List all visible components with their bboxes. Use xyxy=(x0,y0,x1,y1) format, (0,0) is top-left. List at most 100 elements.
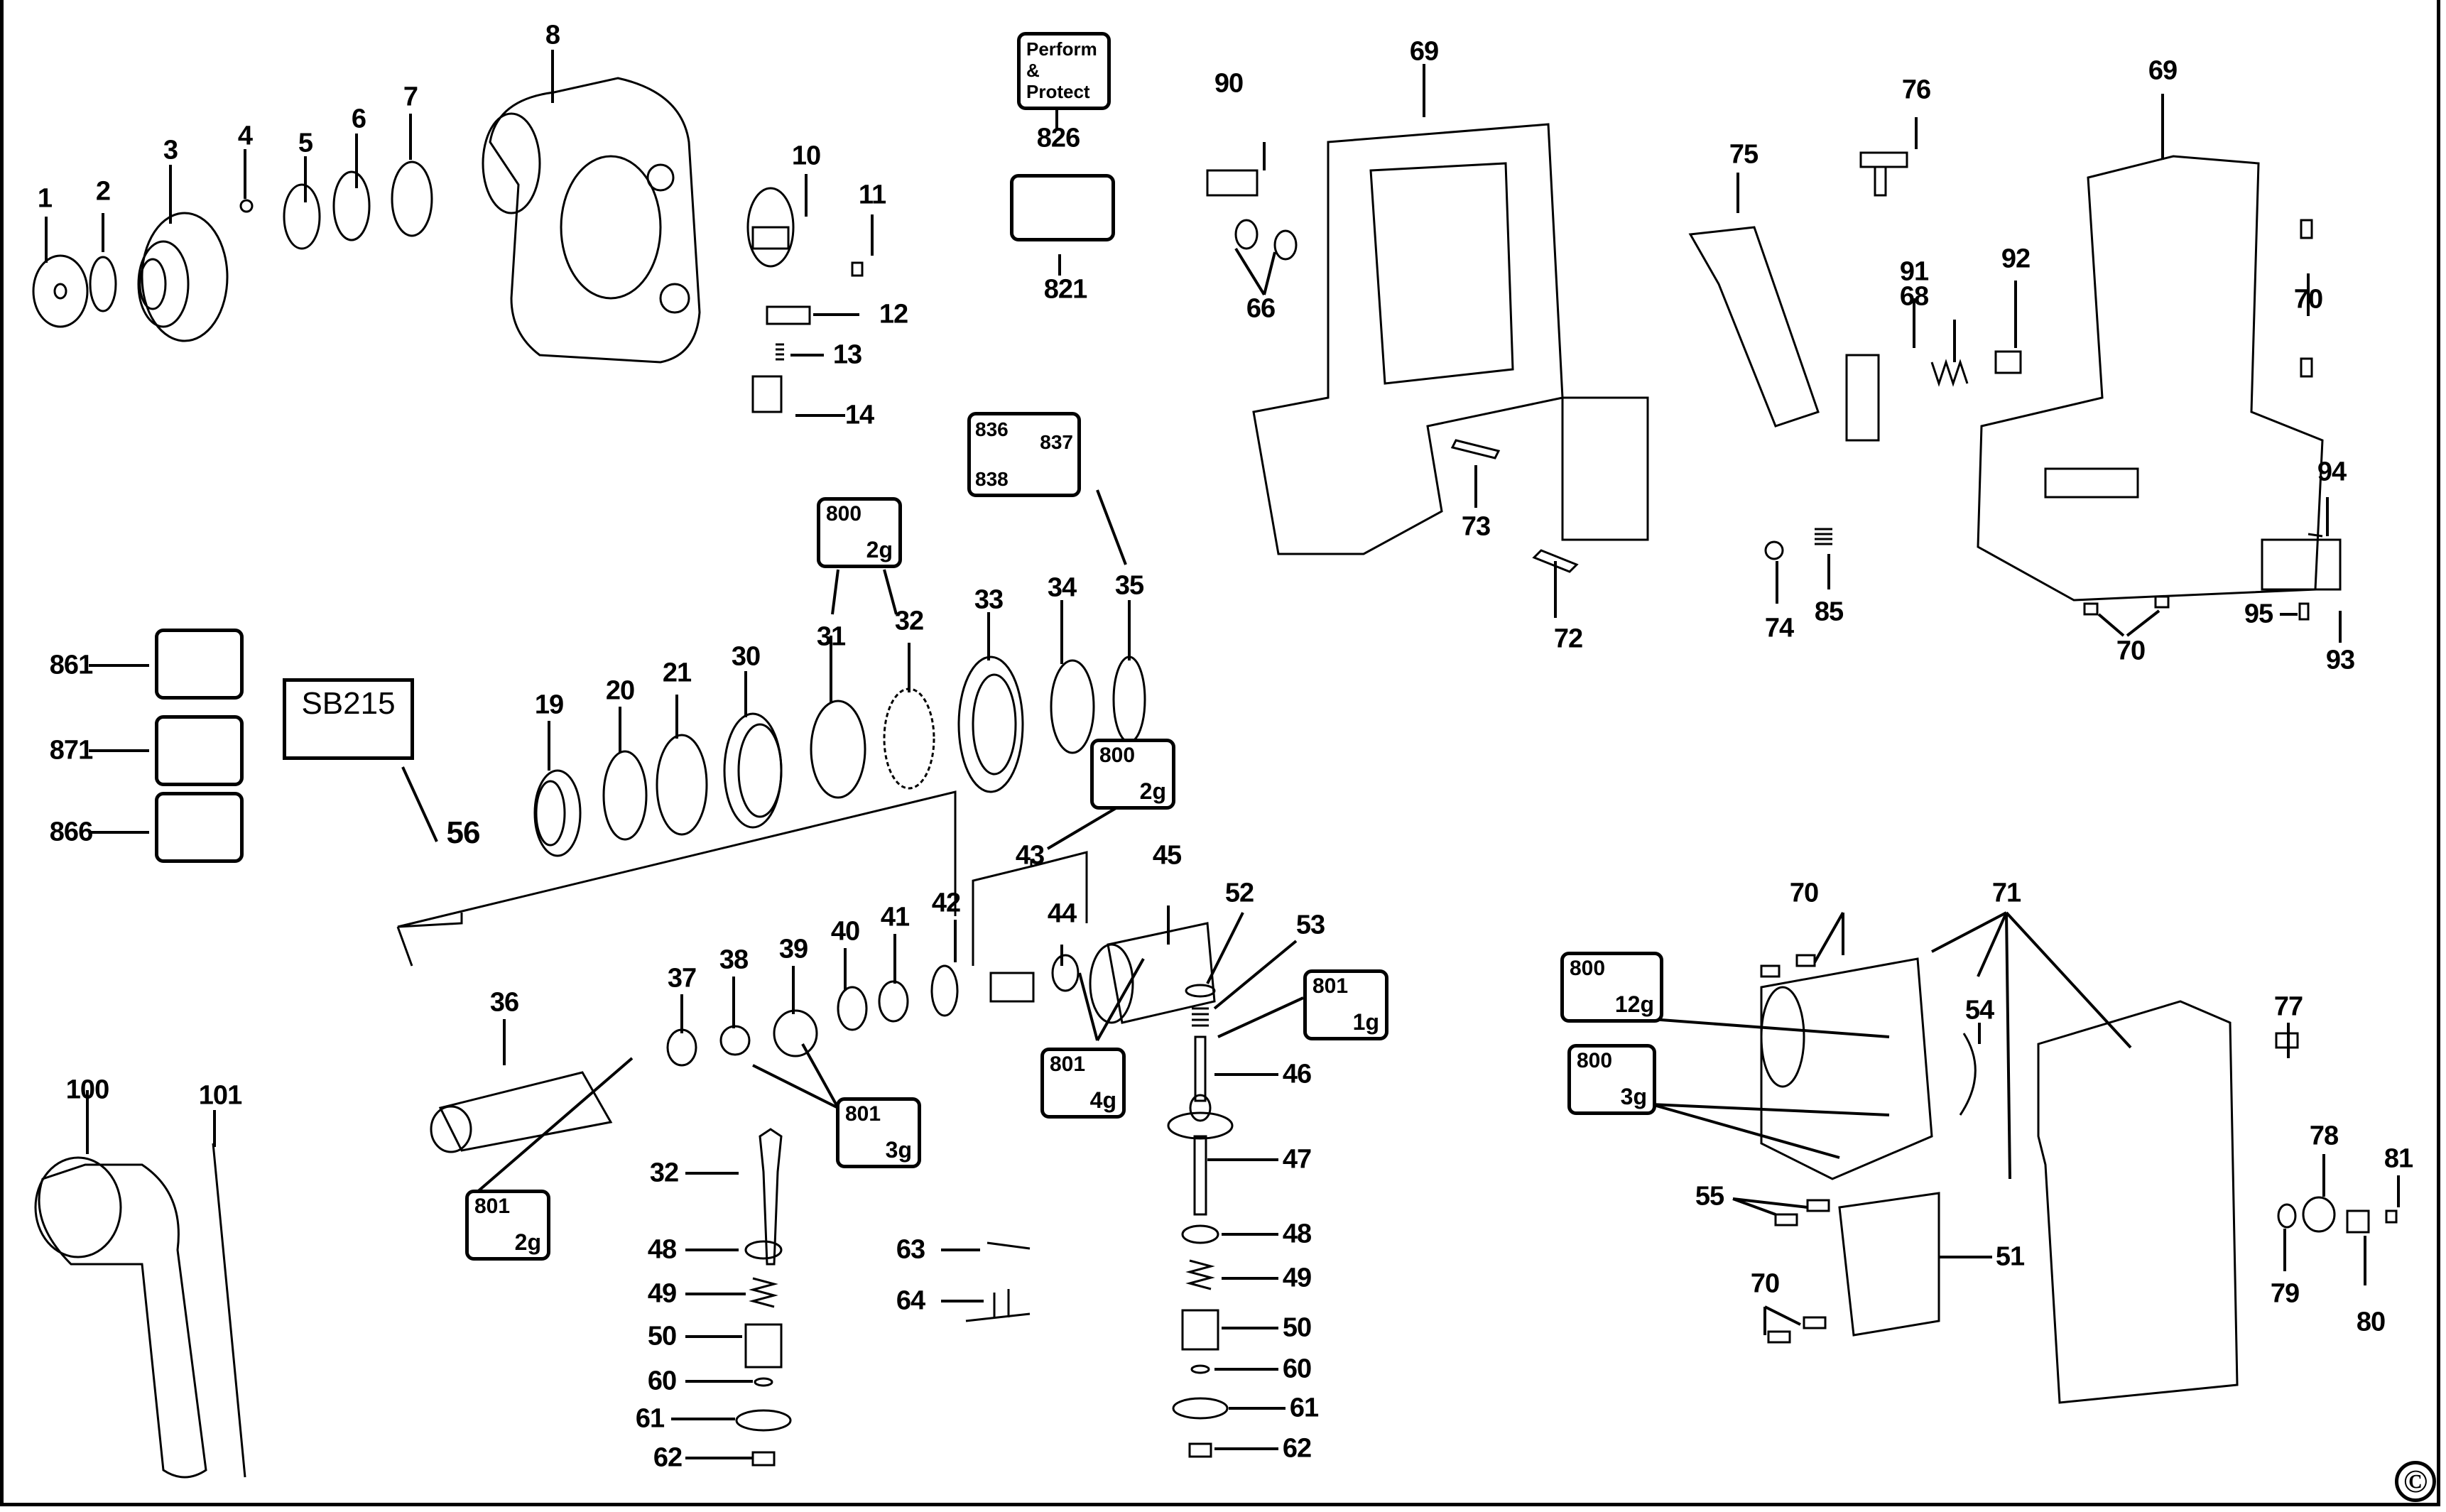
callout-72: 72 xyxy=(1553,624,1583,654)
part-11-drawing xyxy=(851,261,864,277)
part-20-drawing xyxy=(602,750,648,841)
part-7-drawing xyxy=(391,161,433,237)
part-91-drawing xyxy=(1845,354,1880,442)
grease-box-800-3g: 800 3g xyxy=(1567,1044,1656,1115)
part-5-drawing xyxy=(283,183,321,250)
grease-quantity: 12g xyxy=(1614,991,1654,1017)
callout-36: 36 xyxy=(489,987,519,1018)
callout-13: 13 xyxy=(832,339,862,370)
grease-part-number: 800 xyxy=(1577,1049,1613,1072)
callout-6: 6 xyxy=(351,104,366,134)
grease-box-801-1g: 801 1g xyxy=(1303,969,1388,1040)
callout-70-lower: 70 xyxy=(1750,1268,1780,1299)
part-32b-drawing xyxy=(759,1128,783,1266)
part-38-drawing xyxy=(719,1025,751,1056)
callout-69-left: 69 xyxy=(1409,36,1439,67)
callout-48-left: 48 xyxy=(647,1234,677,1265)
part-49b-drawing xyxy=(1185,1259,1215,1290)
callout-12: 12 xyxy=(879,299,908,330)
part-44-drawing xyxy=(1051,954,1080,992)
part-95-drawing xyxy=(2298,602,2310,621)
service-kit-code: SB215 xyxy=(301,686,396,721)
grease-quantity: 3g xyxy=(885,1137,912,1163)
callout-47: 47 xyxy=(1282,1144,1312,1175)
callout-62-right: 62 xyxy=(1282,1433,1312,1464)
callout-60-left: 60 xyxy=(647,1366,677,1396)
callout-826: 826 xyxy=(1036,123,1080,153)
grease-part-number: 800 xyxy=(1099,744,1136,767)
part-69a-drawing xyxy=(1252,123,1564,555)
part-50b-drawing xyxy=(1181,1309,1219,1351)
part-78-drawing xyxy=(2302,1196,2336,1233)
callout-73: 73 xyxy=(1461,511,1491,542)
callout-7: 7 xyxy=(403,82,418,112)
grease-quantity: 3g xyxy=(1620,1084,1647,1109)
part-13-drawing xyxy=(776,343,784,361)
part-74-drawing xyxy=(1764,540,1784,560)
callout-30: 30 xyxy=(731,641,761,672)
part-31-drawing xyxy=(810,700,866,799)
part-50a-drawing xyxy=(744,1323,783,1369)
part-63-drawing xyxy=(986,1241,1031,1250)
part-10-drawing xyxy=(746,187,795,268)
callout-1: 1 xyxy=(37,183,53,214)
part-4-drawing xyxy=(239,199,254,213)
callout-90: 90 xyxy=(1214,68,1244,99)
part-43-drawing xyxy=(989,972,1035,1003)
callout-43: 43 xyxy=(1015,840,1045,871)
part-62a-drawing xyxy=(751,1451,776,1467)
callout-100: 100 xyxy=(65,1075,109,1105)
callout-31: 31 xyxy=(816,621,846,652)
grease-quantity: 4g xyxy=(1089,1087,1116,1113)
part-6-drawing xyxy=(332,170,371,241)
callout-91: 91 xyxy=(1899,256,1929,287)
callout-52: 52 xyxy=(1224,878,1254,908)
part-34-drawing xyxy=(1050,659,1095,754)
part-55-drawing xyxy=(1774,1213,1798,1227)
part-3-drawing xyxy=(141,212,229,342)
grease-quantity: 2g xyxy=(1139,778,1166,804)
part-14-drawing xyxy=(751,375,783,413)
part-42-drawing xyxy=(930,964,959,1017)
part-45-drawing xyxy=(1107,922,1216,1024)
callout-55: 55 xyxy=(1695,1181,1724,1212)
brush-kit-box: 836 837 838 xyxy=(967,412,1081,497)
part-8-drawing xyxy=(489,77,701,364)
callout-37: 37 xyxy=(667,963,697,994)
callout-5: 5 xyxy=(298,128,313,158)
callout-101: 101 xyxy=(198,1080,242,1111)
callout-53: 53 xyxy=(1295,910,1325,940)
callout-32-gear: 32 xyxy=(894,606,924,636)
part-51-drawing xyxy=(1838,1192,1940,1337)
part-71a-drawing xyxy=(1760,957,1933,1180)
part-70-drawing xyxy=(2300,219,2313,239)
callout-46: 46 xyxy=(1282,1059,1312,1089)
callout-61-left: 61 xyxy=(635,1403,665,1434)
callout-4: 4 xyxy=(237,121,253,151)
part-53-drawing xyxy=(1192,1007,1209,1027)
grease-box-800-2g-top: 800 2g xyxy=(817,497,902,568)
callout-64: 64 xyxy=(896,1285,925,1316)
callout-10: 10 xyxy=(791,141,821,171)
part-79-drawing xyxy=(2277,1203,2297,1229)
part-21-drawing xyxy=(656,734,708,836)
callout-81: 81 xyxy=(2384,1143,2413,1174)
callout-95: 95 xyxy=(2244,599,2273,629)
kit-box-861 xyxy=(155,629,244,700)
bracket-43 xyxy=(972,851,1088,966)
callout-41: 41 xyxy=(880,902,910,932)
callout-21: 21 xyxy=(662,658,692,688)
callout-33: 33 xyxy=(974,584,1004,615)
part-77-drawing xyxy=(2275,1032,2299,1049)
part-64-drawing xyxy=(965,1289,1031,1322)
callout-861: 861 xyxy=(49,650,93,680)
callout-821: 821 xyxy=(1043,274,1087,305)
callout-93: 93 xyxy=(2325,645,2355,675)
callout-3: 3 xyxy=(163,135,178,165)
callout-38: 38 xyxy=(719,945,749,975)
part-94-drawing xyxy=(2308,533,2323,538)
callout-50-right: 50 xyxy=(1282,1312,1312,1343)
part-68-drawing xyxy=(1930,359,1969,387)
part-2-drawing xyxy=(89,256,117,312)
